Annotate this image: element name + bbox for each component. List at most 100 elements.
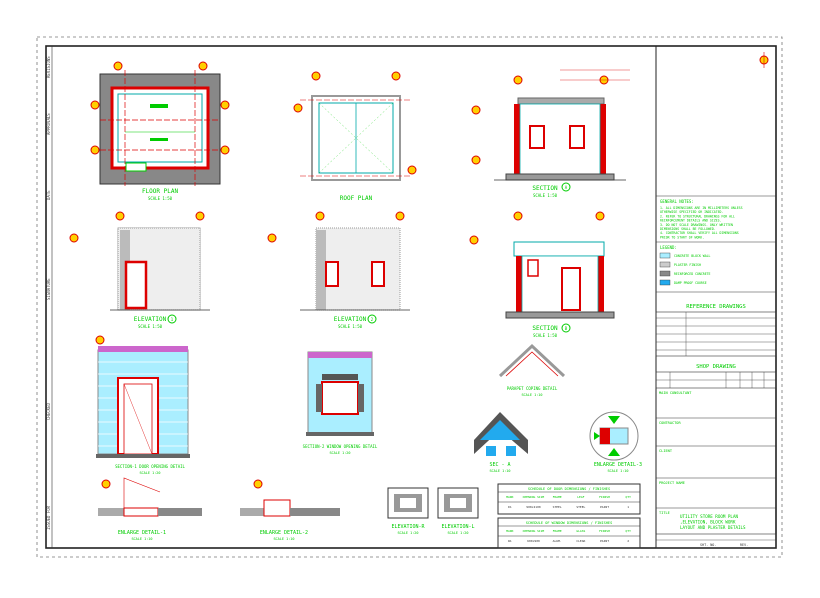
schedule-1-header: MARK OPENING SIZE FRAME LEAF FINISH QTY	[506, 495, 631, 499]
schedule-1-table: SCHEDULE OF DOOR DIMENSIONS / FINISHES M…	[497, 483, 641, 515]
section-b-title: SECTION	[532, 325, 558, 332]
schedule-header-cell: OPENING SIZE	[523, 495, 545, 499]
consultant-label: MAIN CONSULTANT	[659, 391, 692, 395]
drawing-title-line: UTILITY STORE ROOM PLAN	[680, 514, 738, 519]
schedule-cell: D1	[508, 505, 512, 509]
elevation-1-number: 1	[171, 317, 174, 322]
schedule-header-cell: LEAF	[577, 495, 584, 499]
elevation-2-view: ELEVATION 2 SCALE 1:50	[267, 211, 410, 329]
legend-swatch	[659, 279, 671, 286]
legend-item: CONCRETE BLOCK WALL	[674, 254, 711, 258]
legend-title: LEGEND:	[660, 245, 677, 250]
elevation-r-title: ELEVATION-R	[391, 524, 425, 530]
margin-label: DATE	[46, 190, 51, 200]
note-line: 3. DO NOT SCALE DRAWINGS. ONLY WRITTEN	[660, 223, 733, 227]
elevation-1-view: ELEVATION 1 SCALE 1:50	[69, 211, 210, 329]
parapet-scale: SCALE 1:10	[521, 393, 542, 397]
sec-aa-view: SEC - A SCALE 1:10	[474, 412, 528, 473]
schedule-header-cell: MARK	[506, 529, 513, 533]
floor-plan-title: FLOOR PLAN	[142, 188, 179, 195]
elevation-1-title: ELEVATION	[134, 316, 167, 323]
elevation-l-view: ELEVATION-L SCALE 1:20	[437, 487, 479, 535]
margin-label: SIGNATURE	[46, 278, 51, 300]
margin-labels: REVISIONS APPROVALS DATE SIGNATURE CHECK…	[46, 56, 51, 530]
elevation-r-scale: SCALE 1:20	[397, 531, 418, 535]
schedule-2-table: SCHEDULE OF WINDOW DIMENSIONS / FINISHES…	[497, 517, 641, 549]
legend-item: PLASTER FINISH	[674, 263, 701, 267]
schedule-cell: W1	[508, 539, 512, 543]
schedule-header-cell: FRAME	[553, 495, 562, 499]
note-line: 2. REFER TO STRUCTURAL DRAWINGS FOR ALL	[660, 214, 735, 218]
sec-aa-title: SEC - A	[489, 462, 510, 468]
grid-bubble	[90, 145, 100, 155]
project-label: PROJECT NAME	[659, 481, 685, 485]
contractor-label: CONTRACTOR	[659, 421, 681, 425]
schedule-header-cell: QTY	[625, 495, 631, 499]
grid-bubble	[198, 61, 208, 71]
outer-border	[36, 36, 783, 558]
reference-drawings-label: REFERENCE DRAWINGS	[686, 304, 746, 310]
note-line: REINFORCEMENT DETAILS AND SIZES.	[660, 219, 721, 223]
schedule-cell: 2	[627, 539, 629, 543]
parapet-coping-view: PARAPET COPING DETAIL SCALE 1:10	[498, 343, 566, 397]
schedule-cell: STEEL	[576, 505, 585, 509]
grid-bubble	[113, 61, 123, 71]
section-1-view: SECTION-1 DOOR OPENING DETAIL SCALE 1:20	[95, 335, 190, 475]
drawing-title-line: LAYOUT AND PLASTER DETAILS	[680, 525, 746, 530]
note-line: 4. CONTRACTOR SHALL VERIFY ALL DIMENSION…	[660, 231, 739, 235]
elevation-2-title: ELEVATION	[334, 316, 367, 323]
client-label: CLIENT	[659, 449, 673, 453]
floor-plan-scale: SCALE 1:50	[148, 196, 173, 201]
section-b-number: B	[565, 326, 568, 331]
notes-title: GENERAL NOTES:	[660, 199, 694, 204]
enlarge-detail-2-view: ENLARGE DETAIL-2 SCALE 1:10	[240, 479, 340, 541]
roof-plan-view: ROOF PLAN	[293, 71, 417, 202]
schedule-header-cell: FINISH	[599, 495, 610, 499]
section-2-scale: SCALE 1:20	[329, 451, 350, 455]
title-block: GENERAL NOTES: 1. ALL DIMENSIONS ARE IN …	[655, 46, 777, 549]
enlarge-detail-3-view: ENLARGE DETAIL-3 SCALE 1:10	[589, 411, 642, 473]
roof-plan-title: ROOF PLAN	[340, 195, 373, 202]
section-a-number: A	[565, 185, 568, 190]
schedule-cell: STEEL	[553, 505, 562, 509]
section-a-title: SECTION	[532, 185, 558, 192]
floor-plan-view: FLOOR PLAN SCALE 1:50	[90, 61, 230, 201]
grid-bubble	[220, 100, 230, 110]
legend-swatch	[659, 261, 671, 268]
grid-bubble	[90, 100, 100, 110]
inner-border	[45, 45, 777, 549]
sec-aa-scale: SCALE 1:10	[489, 469, 510, 473]
section-b-view: SECTION B SCALE 1:50	[469, 211, 615, 338]
schedule-header-cell: FRAME	[553, 529, 562, 533]
margin-label: CHECKED	[46, 403, 51, 420]
margin-label: APPROVALS	[46, 113, 51, 135]
elevation-r-view: ELEVATION-R SCALE 1:20	[387, 487, 429, 535]
note-line: 1. ALL DIMENSIONS ARE IN MILLIMETERS UNL…	[660, 206, 743, 210]
margin-label: ISSUED FOR	[46, 505, 51, 530]
sheet-number-label: SHT. NO.	[700, 543, 716, 547]
section-2-title: SECTION-2 WINDOW OPENING DETAIL	[303, 444, 378, 449]
elevation-1-scale: SCALE 1:50	[138, 324, 163, 329]
door-opening	[125, 162, 147, 172]
schedule-cell: 900x2100	[526, 505, 541, 509]
schedule-cell: 1	[627, 505, 629, 509]
door-elevation	[124, 260, 148, 310]
legend-swatch	[659, 270, 671, 277]
schedule-cell: CLEAR	[576, 539, 585, 543]
parapet-title: PARAPET COPING DETAIL	[507, 386, 558, 391]
schedule-cell: 600x900	[527, 539, 540, 543]
elevation-l-title: ELEVATION-L	[441, 524, 474, 530]
schedule-1-title: SCHEDULE OF DOOR DIMENSIONS / FINISHES	[528, 487, 610, 491]
section-a-view: SECTION A SCALE 1:50	[471, 69, 630, 198]
note-line: DIMENSIONS SHALL BE FOLLOWED.	[660, 227, 716, 231]
schedule-header-cell: OPENING SIZE	[523, 529, 545, 533]
enlarge-2-title: ENLARGE DETAIL-2	[260, 530, 308, 536]
enlarge-3-scale: SCALE 1:10	[607, 469, 628, 473]
schedule-header-cell: MARK	[506, 495, 513, 499]
legend-item: DAMP PROOF COURSE	[674, 281, 707, 285]
